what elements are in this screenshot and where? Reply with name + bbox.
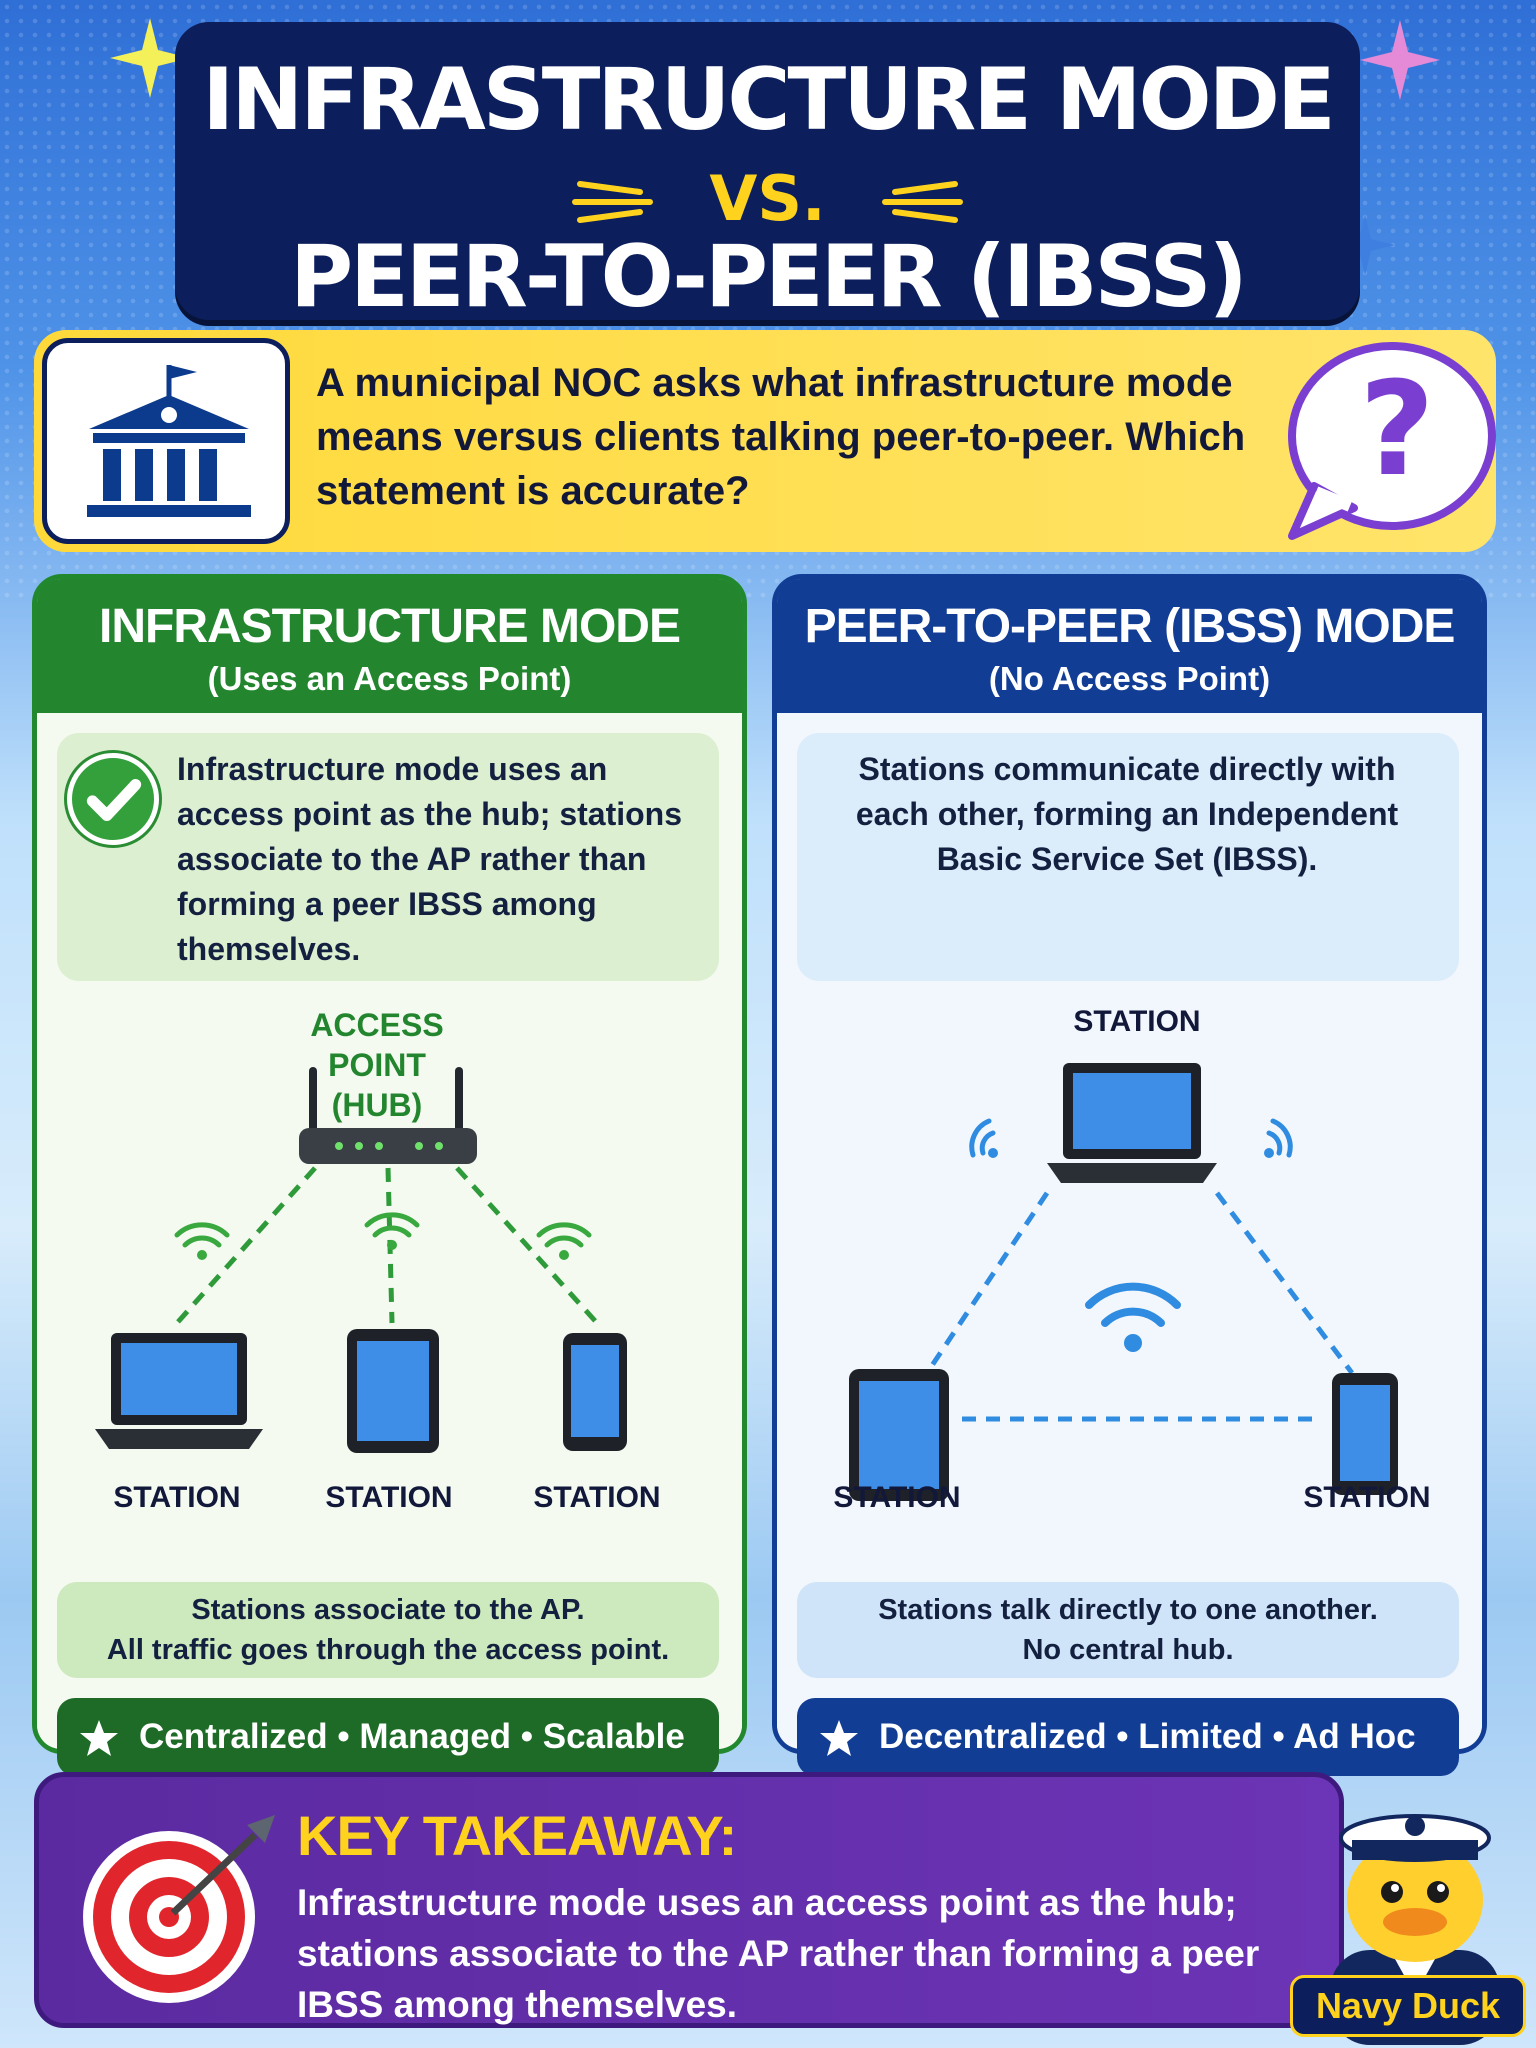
check-icon [67,753,159,845]
takeaway-title: KEY TAKEAWAY: [297,1804,737,1867]
tablet-icon [347,1329,439,1453]
infrastructure-panel: INFRASTRUCTURE MODE (Uses an Access Poin… [32,574,747,1776]
sparkle-icon [1335,215,1395,275]
government-building-icon [87,365,251,517]
peer-subtitle: (No Access Point) [988,660,1271,697]
peer-summary-line1: Stations talk directly to one another. [878,1594,1378,1626]
infrastructure-summary-line1: Stations associate to the AP. [191,1594,585,1626]
question-icon-frame [42,338,290,544]
takeaway-text: Infrastructure mode uses an access point… [297,1882,1260,2025]
question-banner: A municipal NOC asks what infrastructure… [34,330,1496,552]
phone-icon [563,1333,627,1451]
infrastructure-traits-text: Centralized • Managed • Scalable [139,1717,685,1756]
peer-title: PEER-TO-PEER (IBSS) MODE [804,600,1456,653]
peer-topology [849,1063,1398,1501]
infrastructure-topology [95,1067,627,1453]
right-station-label: STATION [1303,1481,1431,1514]
peer-panel-body: Stations communicate directly with each … [777,713,1482,1776]
peer-traits-text: Decentralized • Limited • Ad Hoc [879,1717,1416,1756]
question-text: A municipal NOC asks what infrastructure… [316,361,1246,513]
infrastructure-title: INFRASTRUCTURE MODE [99,600,681,653]
brand-label: Navy Duck [1290,1975,1526,2037]
router-icon [299,1067,477,1164]
peer-panel: PEER-TO-PEER (IBSS) MODE (No Access Poin… [772,574,1487,1776]
infrastructure-diagram: ACCESS POINT (HUB) [37,983,742,1563]
access-point-label-line2: (HUB) [331,1087,423,1123]
target-icon [83,1815,275,2003]
wifi-center-icon [1085,1282,1181,1327]
tablet-icon [849,1369,949,1501]
question-bubble-icon [1288,342,1496,540]
peer-summary: Stations talk directly to one another. N… [797,1582,1459,1678]
wifi-icon [174,1212,592,1248]
wifi-icon [969,1118,1293,1158]
station-label: STATION [113,1481,241,1514]
phone-icon [1332,1373,1398,1495]
peer-diagram: STATION [777,983,1482,1563]
peer-summary-line2: No central hub. [1022,1634,1234,1666]
title-vs: VS. [709,162,826,235]
infrastructure-summary-line2: All traffic goes through the access poin… [106,1634,670,1666]
station-label: STATION [533,1481,661,1514]
key-takeaway-banner: KEY TAKEAWAY: Infrastructure mode uses a… [34,1772,1344,2028]
vs-accent-right [882,181,963,223]
infrastructure-traits: Centralized • Managed • Scalable [57,1698,719,1776]
infrastructure-panel-header: INFRASTRUCTURE MODE (Uses an Access Poin… [37,579,742,713]
title-banner: INFRASTRUCTURE MODE VS. PEER-TO-PEER (IB… [175,22,1360,327]
peer-traits: Decentralized • Limited • Ad Hoc [797,1698,1459,1776]
laptop-icon [95,1333,263,1449]
infrastructure-summary: Stations associate to the AP. All traffi… [57,1582,719,1678]
laptop-icon [1047,1063,1217,1183]
peer-panel-header: PEER-TO-PEER (IBSS) MODE (No Access Poin… [777,579,1482,713]
title-line1: INFRASTRUCTURE MODE [202,50,1336,150]
star-icon [80,1720,118,1756]
star-icon [820,1720,858,1756]
top-station-label: STATION [1073,1005,1201,1038]
vs-accent-left [572,181,653,223]
peer-statement: Stations communicate directly with each … [797,733,1459,981]
question-bubble: ? [1274,336,1502,548]
left-station-label: STATION [833,1481,961,1514]
access-point-label: ACCESS POINT (HUB) [257,1005,497,1125]
title-line2: PEER-TO-PEER (IBSS) [290,227,1248,327]
sparkle-icon [110,18,190,98]
infrastructure-statement-text: Infrastructure mode uses an access point… [177,751,682,967]
infrastructure-panel-body: Infrastructure mode uses an access point… [37,713,742,1776]
station-label: STATION [325,1481,453,1514]
access-point-label-line1: ACCESS POINT [310,1007,444,1083]
sparkle-icon [1360,20,1440,100]
infrastructure-statement: Infrastructure mode uses an access point… [57,733,719,981]
infrastructure-subtitle: (Uses an Access Point) [207,660,572,697]
peer-statement-text: Stations communicate directly with each … [855,751,1399,877]
question-mark: ? [1359,353,1435,505]
